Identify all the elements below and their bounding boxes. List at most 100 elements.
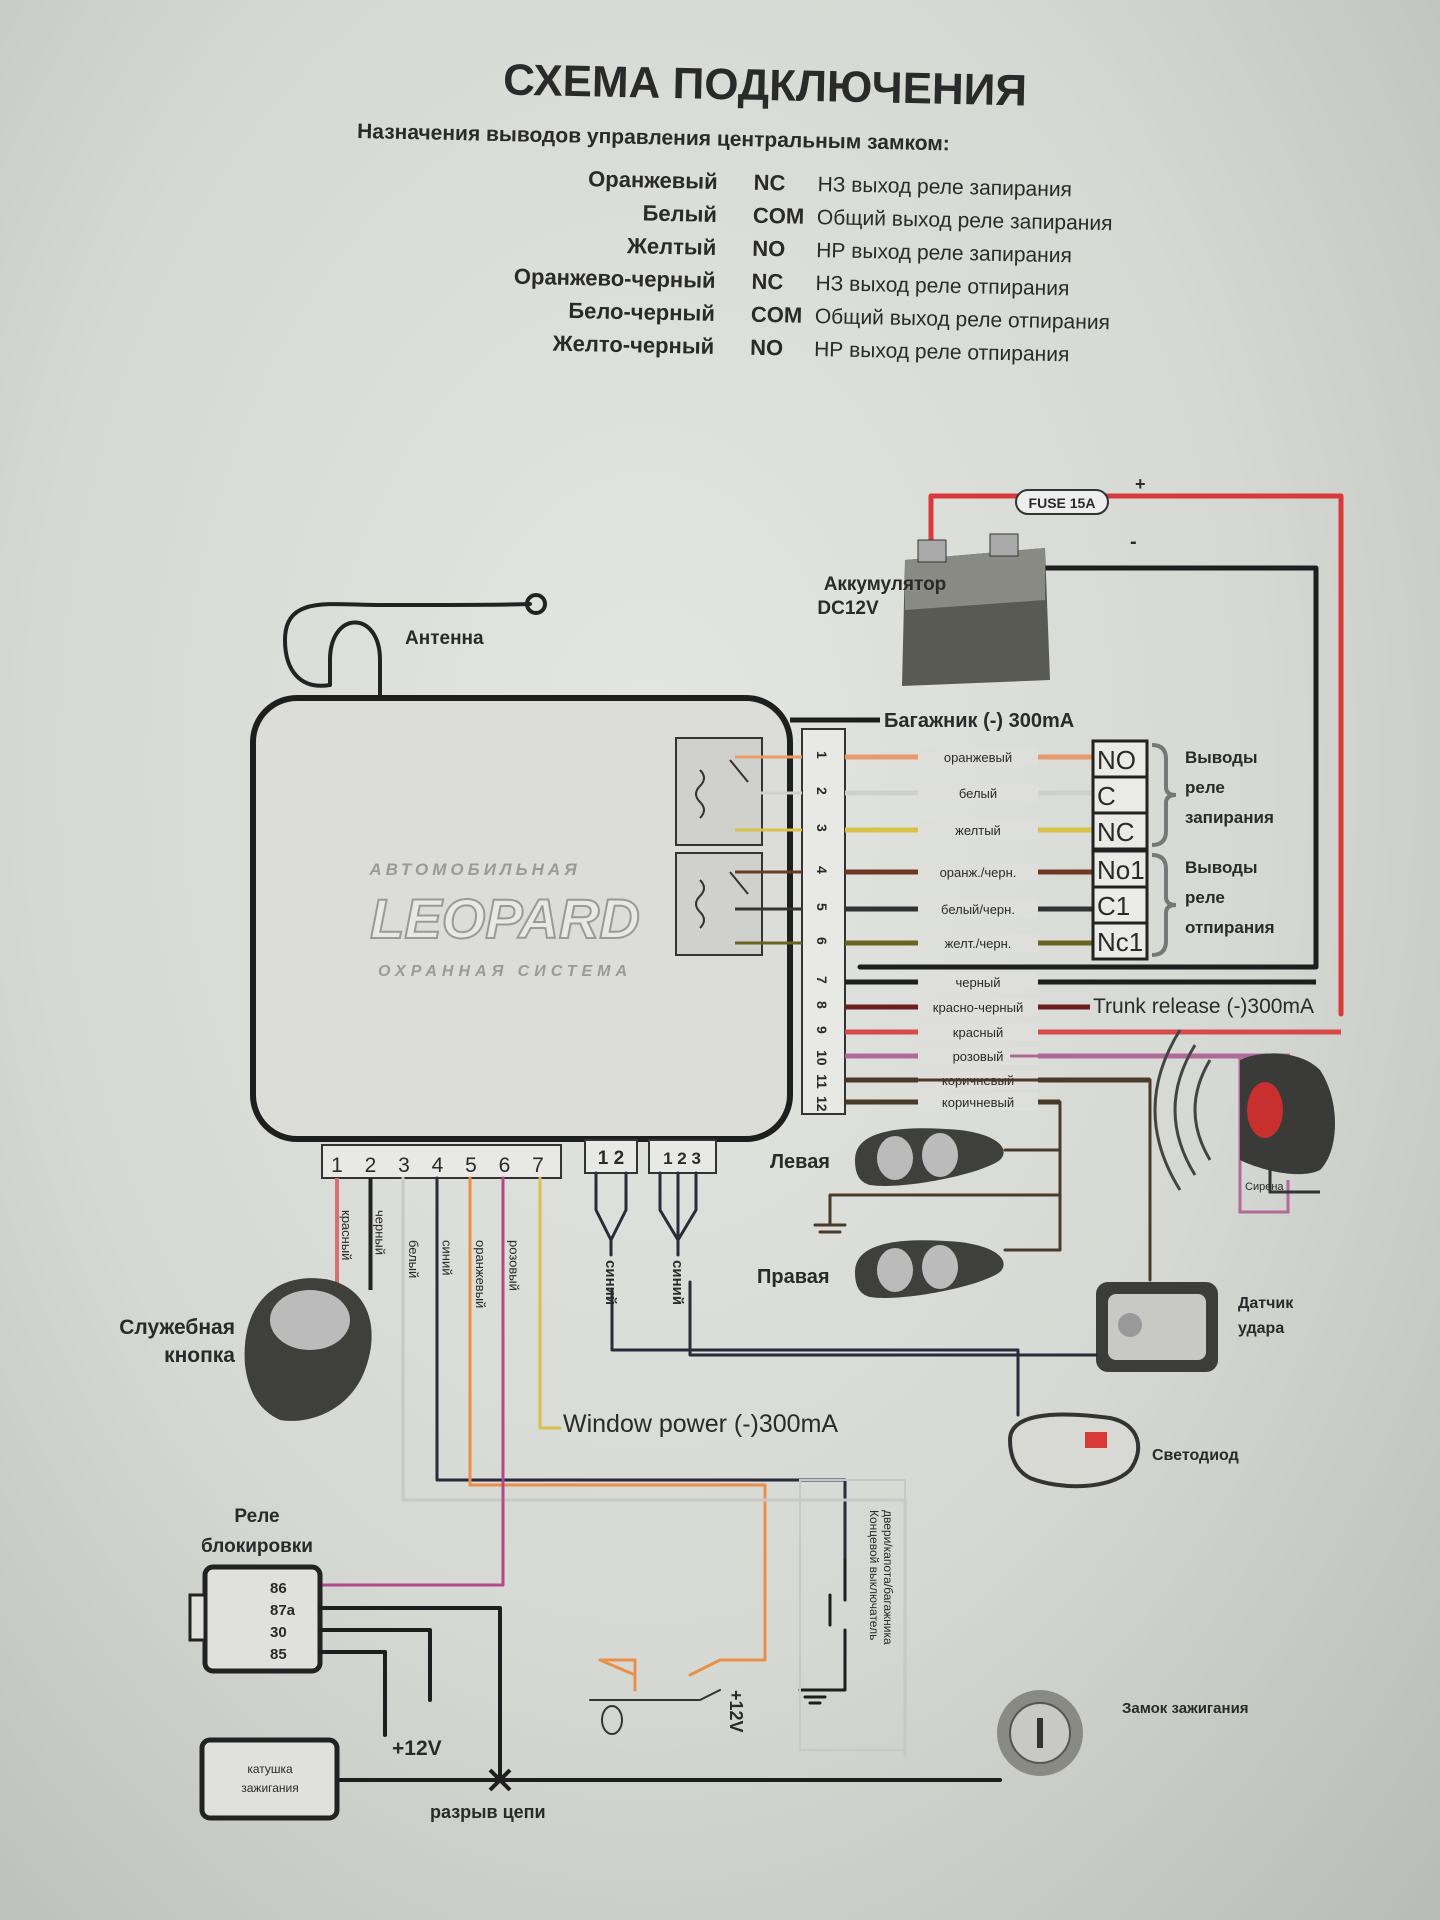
- pin-color: Желто-черный: [552, 331, 715, 359]
- ignition-lock-icon: [997, 1690, 1083, 1776]
- switch-12v-label: +12V: [726, 1690, 746, 1733]
- window-power-label: Window power (-)300mA: [563, 1410, 838, 1438]
- relay-terminal-label: C: [1097, 781, 1116, 811]
- antenna-wire: [283, 602, 532, 700]
- pin-desc: Общий выход реле запирания: [817, 206, 1113, 235]
- wire-label: белый/черн.: [941, 902, 1015, 917]
- pin-desc: НЗ выход реле запирания: [817, 173, 1072, 201]
- wire-label: красно-черный: [933, 1000, 1023, 1015]
- relay-group-label: реле: [1185, 778, 1225, 797]
- ignition-label: Замок зажигания: [1122, 1700, 1249, 1717]
- pin-number: 6: [814, 937, 830, 945]
- brand-logo: LEOPARD: [370, 887, 640, 950]
- unlock-relay: [675, 852, 763, 956]
- wire-label-bg: [918, 821, 1038, 839]
- wire-label-bg: [918, 784, 1038, 802]
- siren-label: Сирена: [1245, 1181, 1284, 1193]
- pin-number: 11: [814, 1074, 830, 1089]
- siren-icon: [1153, 1029, 1335, 1194]
- wire-label: желтый: [955, 823, 1001, 838]
- relay-terminal-label: NO: [1097, 745, 1136, 775]
- bottom-pin-number: 1: [331, 1154, 343, 1177]
- door-switch-label: Концевой выключательдвери/капота/багажни…: [867, 1510, 895, 1645]
- battery-label: Аккумулятор: [824, 574, 947, 595]
- connector-3pin: [648, 1139, 717, 1174]
- pin-number: 2: [814, 787, 830, 795]
- title: СХЕМА ПОДКЛЮЧЕНИЯ: [503, 56, 1028, 116]
- fuse: FUSE 15A: [1015, 489, 1109, 515]
- pin-code: NC: [751, 269, 783, 295]
- connector-3pin-numbers: 1 2 3: [663, 1149, 701, 1168]
- wire-label-bg: [918, 934, 1038, 952]
- pin-color: Оранжевый: [588, 166, 718, 194]
- bottom-pin-number: 5: [465, 1154, 477, 1177]
- service-button-label-2: кнопка: [164, 1344, 235, 1367]
- relay-pin-label: 85: [270, 1646, 287, 1663]
- pin-color: Оранжево-черный: [514, 264, 716, 293]
- wire-label-bg: [918, 748, 1038, 766]
- block-relay-label-1: Реле: [234, 1506, 279, 1527]
- relay-group-label: запирания: [1185, 808, 1274, 827]
- pin-code: COM: [753, 203, 805, 229]
- wire-label: красный: [953, 1025, 1003, 1040]
- pin-number: 12: [814, 1096, 830, 1112]
- pin-number: 9: [814, 1026, 830, 1034]
- subtitle: Назначения выводов управления центральны…: [357, 120, 950, 155]
- wire-label-bg: [918, 998, 1038, 1016]
- pin-code: NO: [750, 335, 784, 361]
- wire-label: розовый: [953, 1049, 1004, 1064]
- pin-desc: Общий выход реле отпирания: [815, 305, 1111, 334]
- bottom-pin-number: 4: [432, 1154, 444, 1177]
- bracket: [1151, 853, 1177, 957]
- relay-group-label: Выводы: [1185, 858, 1258, 877]
- connector-2pin-wire: синий: [602, 1260, 619, 1305]
- coil-label-1: катушка: [247, 1762, 293, 1776]
- pin-code: NC: [753, 170, 785, 196]
- wire-label: оранжевый: [944, 750, 1012, 765]
- block-relay: [202, 1564, 323, 1674]
- pin-number: 5: [814, 903, 830, 911]
- connector-3pin-wire: синий: [669, 1260, 686, 1305]
- connector-2pin: [584, 1139, 638, 1174]
- relay-terminal-label: Nc1: [1097, 927, 1143, 957]
- wire-label: черный: [955, 975, 1000, 990]
- wire-label-bg: [918, 973, 1038, 991]
- bottom-pin-number: 6: [499, 1154, 511, 1177]
- wire-label-bg: [918, 1093, 1038, 1111]
- led-label: Светодиод: [1152, 1447, 1239, 1464]
- block-relay-label-2: блокировки: [201, 1536, 313, 1557]
- remote-left-icon: [855, 1128, 1004, 1186]
- relay-terminal: [1091, 739, 1149, 779]
- battery-voltage: DC12V: [817, 598, 879, 619]
- bottom-wire-label: оранжевый: [473, 1240, 488, 1308]
- bottom-pin-number: 2: [365, 1154, 377, 1177]
- relay-group-label: Выводы: [1185, 748, 1258, 767]
- relay-pin-label: 87a: [270, 1602, 296, 1619]
- main-connector: [801, 728, 846, 1115]
- relay-terminal: [1091, 921, 1149, 961]
- bottom-pin-number: 7: [532, 1154, 544, 1177]
- bottom-pin-number: 3: [398, 1154, 410, 1177]
- wire-label: оранж./черн.: [940, 865, 1017, 880]
- pin-code: COM: [751, 302, 803, 328]
- connector-2pin-numbers: 1 2: [598, 1148, 624, 1169]
- wire-label: желт./черн.: [945, 936, 1012, 951]
- battery-icon: [902, 533, 1050, 686]
- service-button-icon: [244, 1278, 372, 1421]
- plus-sign: +: [1135, 474, 1146, 494]
- wire-label-bg: [918, 863, 1038, 881]
- plus12-label: +12V: [392, 1737, 442, 1760]
- pin-color: Желтый: [626, 233, 717, 260]
- pin-desc: НР выход реле запирания: [816, 239, 1072, 267]
- antenna-tip: [525, 593, 547, 615]
- bottom-wire-label: синий: [440, 1240, 455, 1275]
- relay-terminal-label: No1: [1097, 855, 1145, 885]
- pin-color: Белый: [642, 200, 717, 227]
- relay-pin-label: 86: [270, 1580, 287, 1597]
- pin-color: Бело-черный: [568, 298, 715, 326]
- remote-right-icon: [855, 1240, 1004, 1298]
- led-icon: [1007, 1412, 1141, 1489]
- relay-terminal-label: NC: [1097, 817, 1135, 847]
- pin-desc: НР выход реле отпирания: [814, 338, 1070, 366]
